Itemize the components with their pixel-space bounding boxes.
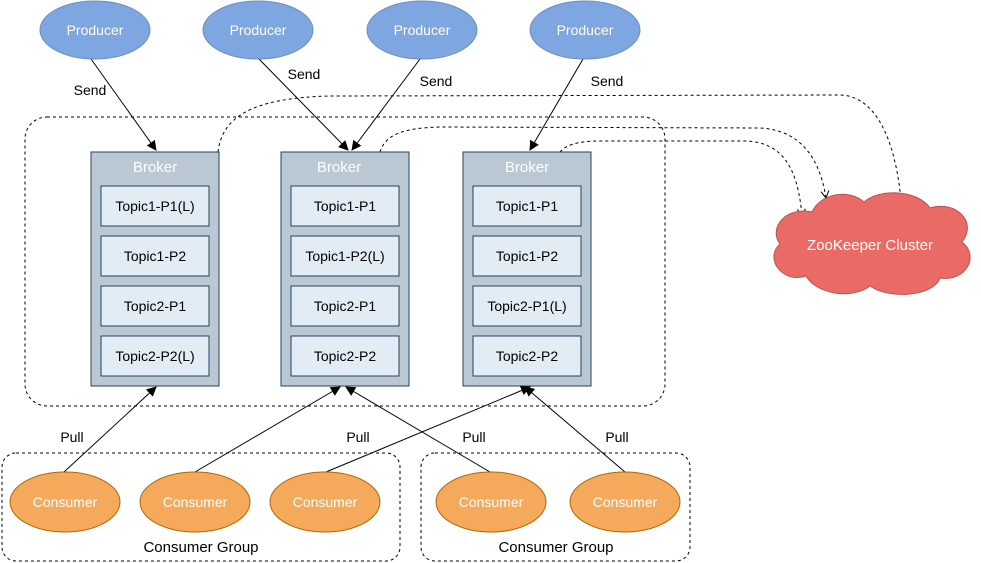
send-arrow — [529, 58, 584, 151]
zookeeper-label: ZooKeeper Cluster — [807, 237, 933, 254]
consumer-group-boundary — [1, 452, 401, 562]
producer-node: Producer — [366, 0, 478, 60]
send-label: Send — [74, 82, 107, 98]
send-label: Send — [420, 73, 453, 89]
topic-partition-label: Topic1-P2 — [496, 248, 558, 264]
consumer-group-label: Consumer Group — [143, 539, 258, 556]
consumer-group-label: Consumer Group — [498, 539, 613, 556]
topic-partition — [100, 285, 210, 327]
producer-label: Producer — [394, 22, 451, 38]
pull-arrow — [325, 385, 531, 473]
topic-partition — [100, 335, 210, 377]
consumer-node: Consumer — [269, 471, 381, 533]
send-label: Send — [288, 66, 321, 82]
pull-label: Pull — [60, 429, 83, 445]
producer-node: Producer — [202, 0, 314, 60]
broker-node: Broker Topic1-P1 Topic1-P2 Topic2-P1(L) … — [462, 151, 592, 387]
topic-partition-label: Topic1-P2(L) — [305, 248, 384, 264]
topic-partition-label: Topic2-P2 — [496, 348, 558, 364]
producer-node: Producer — [39, 0, 151, 60]
send-arrow — [351, 58, 421, 151]
producer-label: Producer — [557, 22, 614, 38]
consumer-node: Consumer — [569, 471, 681, 533]
consumer-group-boundary — [420, 452, 691, 562]
zookeeper-link — [559, 140, 806, 218]
broker-title: Broker — [133, 159, 177, 176]
send-arrow — [258, 58, 349, 151]
topic-partition-label: Topic1-P2 — [124, 248, 186, 264]
topic-partition — [100, 235, 210, 277]
broker-title: Broker — [317, 159, 361, 176]
consumer-label: Consumer — [163, 494, 228, 510]
topic-partition-label: Topic2-P1 — [124, 298, 186, 314]
consumer-label: Consumer — [293, 494, 358, 510]
topic-partition — [472, 185, 582, 227]
topic-partition-label: Topic1-P1 — [496, 198, 558, 214]
send-arrow — [90, 58, 157, 151]
topic-partition-label: Topic2-P2(L) — [115, 348, 194, 364]
zookeeper-link — [217, 94, 906, 214]
pull-arrow — [524, 386, 626, 473]
topic-partition-label: Topic2-P2 — [314, 348, 376, 364]
topic-partition-label: Topic2-P1 — [314, 298, 376, 314]
consumer-label: Consumer — [459, 494, 524, 510]
topic-partition — [100, 185, 210, 227]
topic-partition — [290, 185, 400, 227]
broker-node: Broker Topic1-P1(L) Topic1-P2 Topic2-P1 … — [90, 151, 220, 387]
producer-label: Producer — [230, 22, 287, 38]
send-label: Send — [591, 73, 624, 89]
topic-partition — [472, 285, 582, 327]
topic-partition — [472, 335, 582, 377]
pull-arrow — [345, 386, 491, 473]
zookeeper-link — [379, 126, 830, 199]
consumer-node: Consumer — [9, 471, 121, 533]
pull-arrow — [63, 386, 157, 473]
topic-partition-label: Topic1-P1(L) — [115, 198, 194, 214]
broker-cluster-boundary — [24, 116, 666, 407]
zookeeper-cloud: ZooKeeper Cluster — [773, 192, 971, 295]
consumer-node: Consumer — [139, 471, 251, 533]
broker-node: Broker Topic1-P1 Topic1-P2(L) Topic2-P1 … — [280, 151, 410, 387]
pull-label: Pull — [605, 429, 628, 445]
producer-node: Producer — [529, 0, 641, 60]
consumer-label: Consumer — [33, 494, 98, 510]
topic-partition — [290, 335, 400, 377]
topic-partition — [472, 235, 582, 277]
topic-partition-label: Topic2-P1(L) — [487, 298, 566, 314]
broker-title: Broker — [505, 159, 549, 176]
pull-arrow — [194, 386, 341, 473]
topic-partition — [290, 235, 400, 277]
producer-label: Producer — [67, 22, 124, 38]
pull-label: Pull — [346, 429, 369, 445]
consumer-label: Consumer — [593, 494, 658, 510]
topic-partition-label: Topic1-P1 — [314, 198, 376, 214]
topic-partition — [290, 285, 400, 327]
pull-label: Pull — [462, 429, 485, 445]
consumer-node: Consumer — [435, 471, 547, 533]
